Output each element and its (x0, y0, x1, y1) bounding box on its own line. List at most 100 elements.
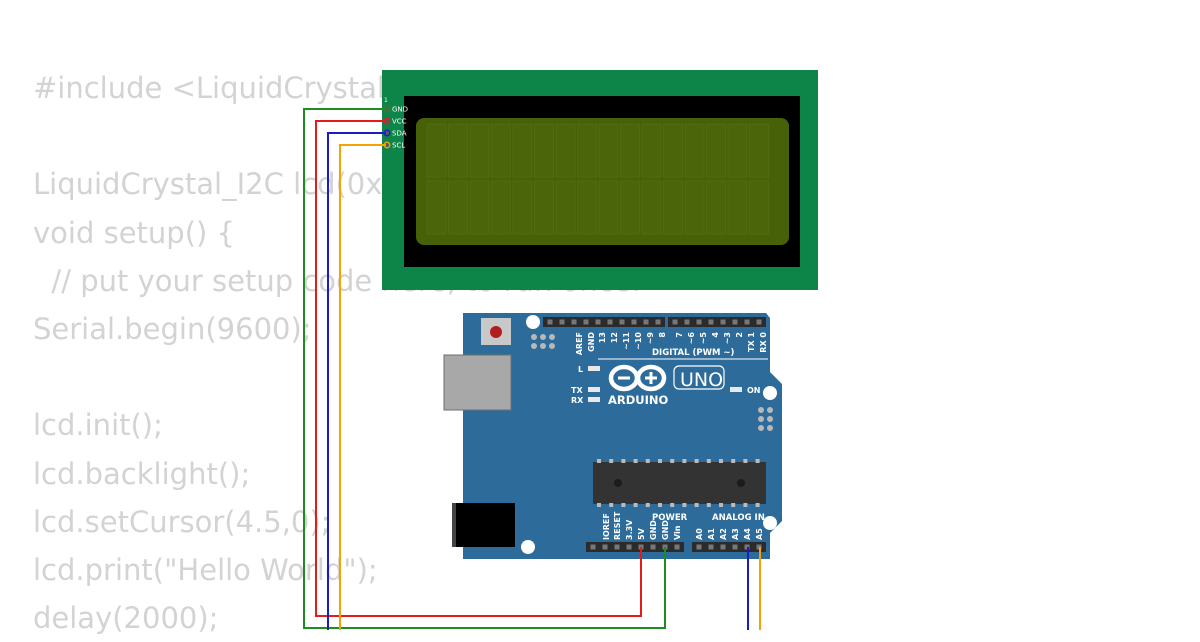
digital-pin-socket[interactable] (756, 319, 762, 325)
wire-scl-lcd-side[interactable] (339, 144, 386, 630)
led-rx (588, 397, 600, 402)
digital-pin-socket[interactable] (547, 319, 553, 325)
digital-pin-socket[interactable] (595, 319, 601, 325)
lcd-char-cell (663, 123, 683, 178)
code-line: lcd.backlight(); (33, 456, 251, 491)
led-tx (588, 387, 600, 392)
power-jack-edge (452, 503, 456, 547)
led-l (588, 366, 600, 371)
digital-pin-socket[interactable] (643, 319, 649, 325)
lcd-char-cell (684, 180, 705, 235)
lcd-char-cell (469, 180, 490, 235)
pin-label: ~5 (699, 332, 708, 345)
chip-pin (621, 503, 626, 507)
icsp-header-left (531, 334, 555, 349)
usb-connector (443, 354, 512, 411)
code-line: lcd.setCursor(4.5,0); (33, 504, 331, 539)
chip-pin (731, 459, 736, 463)
digital-pin-housing (543, 317, 665, 327)
chip-pins (597, 459, 760, 507)
chip-pin (743, 503, 748, 507)
code-line: Serial.begin(9600); (33, 311, 312, 346)
lcd-char-cell (727, 180, 748, 235)
lcd-char-cell (577, 180, 597, 235)
icsp-header-right (758, 407, 773, 431)
analog-pin-housing (692, 542, 766, 552)
power-pin-socket[interactable] (590, 544, 596, 550)
lcd-char-cell (727, 123, 748, 178)
digital-pin-socket[interactable] (732, 319, 738, 325)
analog-pin-socket[interactable] (696, 544, 702, 550)
lcd-pin-label-scl: SCL (392, 142, 405, 150)
power-pin-socket[interactable] (626, 544, 632, 550)
pin-label: 12 (610, 332, 619, 343)
power-pin-socket[interactable] (614, 544, 620, 550)
lcd-char-cell (555, 123, 576, 178)
analog-pin-socket[interactable] (708, 544, 714, 550)
pin-label: A4 (743, 528, 752, 540)
icsp-pin (767, 425, 773, 431)
chip-pin (719, 459, 723, 463)
chip-pin (658, 503, 662, 507)
chip-pin (645, 503, 650, 507)
chip-pin (706, 503, 711, 507)
digital-pin-header (543, 317, 766, 327)
digital-pin-socket[interactable] (607, 319, 613, 325)
power-pin-socket[interactable] (674, 544, 680, 550)
wire-sda-lcd-side[interactable] (327, 132, 386, 630)
power-pin-socket[interactable] (650, 544, 656, 550)
led-rx-label: RX (571, 396, 584, 405)
lcd-pin-label-gnd: GND (392, 106, 408, 114)
digital-pin-socket[interactable] (583, 319, 589, 325)
analog-pin-socket[interactable] (732, 544, 738, 550)
digital-pin-socket[interactable] (720, 319, 726, 325)
digital-header-label: DIGITAL (PWM ~) (652, 348, 734, 358)
pin-label: 3.3V (625, 519, 634, 540)
arduino-brand: ARDUINO (608, 393, 669, 407)
lcd-char-cell (706, 180, 726, 235)
reset-button[interactable] (490, 326, 502, 338)
mount-hole-right (763, 386, 777, 400)
pin-label: ~6 (687, 332, 696, 345)
digital-pin-socket[interactable] (619, 319, 625, 325)
digital-pin-socket[interactable] (684, 319, 690, 325)
digital-pin-socket[interactable] (696, 319, 702, 325)
wire-gnd[interactable] (303, 108, 666, 629)
lcd-char-cell (555, 180, 576, 235)
chip-pin (633, 503, 638, 507)
digital-pin-socket[interactable] (655, 319, 661, 325)
led-l-label: L (578, 365, 583, 374)
analog-header-label: ANALOG IN (712, 513, 765, 523)
analog-pin-socket[interactable] (720, 544, 726, 550)
wire-vcc[interactable] (315, 120, 642, 617)
power-pin-socket[interactable] (602, 544, 608, 550)
lcd-char-cell (749, 123, 769, 178)
pin-label: 4 (711, 332, 720, 338)
chip-pin (731, 503, 736, 507)
digital-pin-socket[interactable] (559, 319, 565, 325)
icsp-pin (531, 334, 537, 340)
chip-pin (694, 503, 699, 507)
pin-label: AREF (575, 332, 584, 355)
pin-label: 7 (675, 332, 684, 338)
lcd-char-cell (469, 123, 490, 178)
icsp-pin (540, 343, 546, 349)
chip-pin (645, 459, 650, 463)
pin-label: TX 1 (747, 332, 756, 352)
chip-pin (597, 503, 601, 507)
digital-pin-socket[interactable] (708, 319, 714, 325)
lcd-char-cell (749, 180, 769, 235)
digital-pin-socket[interactable] (744, 319, 750, 325)
lcd-pin1-marker: 1 (384, 97, 388, 104)
digital-pin-socket[interactable] (631, 319, 637, 325)
digital-pin-socket[interactable] (571, 319, 577, 325)
chip-pin (670, 503, 675, 507)
pin-label: ~3 (723, 332, 732, 344)
digital-pin-socket[interactable] (672, 319, 678, 325)
lcd-char-cell (426, 180, 447, 235)
uno-badge (673, 365, 725, 390)
